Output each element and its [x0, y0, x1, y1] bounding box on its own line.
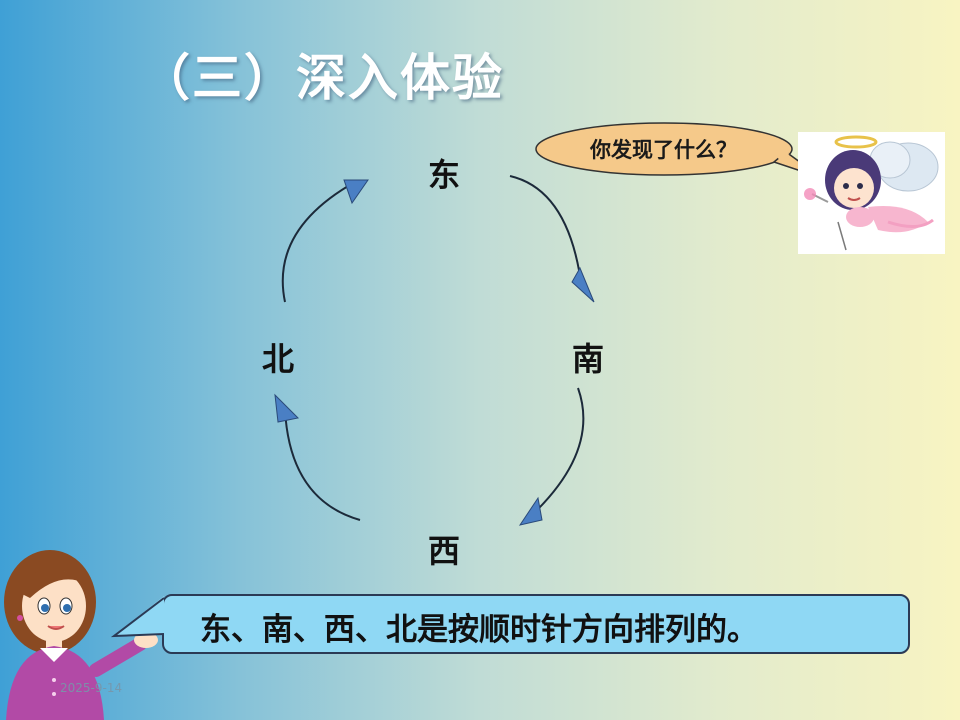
arrow-north-to-east	[281, 181, 356, 303]
arrowhead-west	[518, 496, 543, 526]
direction-north: 北	[262, 340, 295, 378]
answer-text: 东、南、西、北是按顺时针方向排列的。	[200, 612, 758, 648]
direction-west: 西	[428, 532, 461, 570]
arrowhead-south	[571, 266, 595, 303]
question-text: 你发现了什么？	[590, 138, 737, 162]
arrowhead-north	[274, 393, 300, 423]
slide-date: 2025-9-14	[60, 681, 123, 695]
arrow-east-to-south	[509, 175, 583, 291]
answer-box-pointer	[110, 596, 165, 638]
direction-south: 南	[572, 340, 605, 378]
arrow-west-to-north	[284, 409, 361, 521]
arrow-south-to-west	[531, 387, 585, 516]
girl-teacher-illustration	[4, 550, 158, 720]
angel-illustration	[798, 132, 945, 254]
answer-box	[162, 594, 910, 654]
slide-title: （三）深入体验	[140, 49, 504, 107]
arrowhead-east	[343, 179, 369, 205]
direction-east: 东	[428, 156, 461, 194]
